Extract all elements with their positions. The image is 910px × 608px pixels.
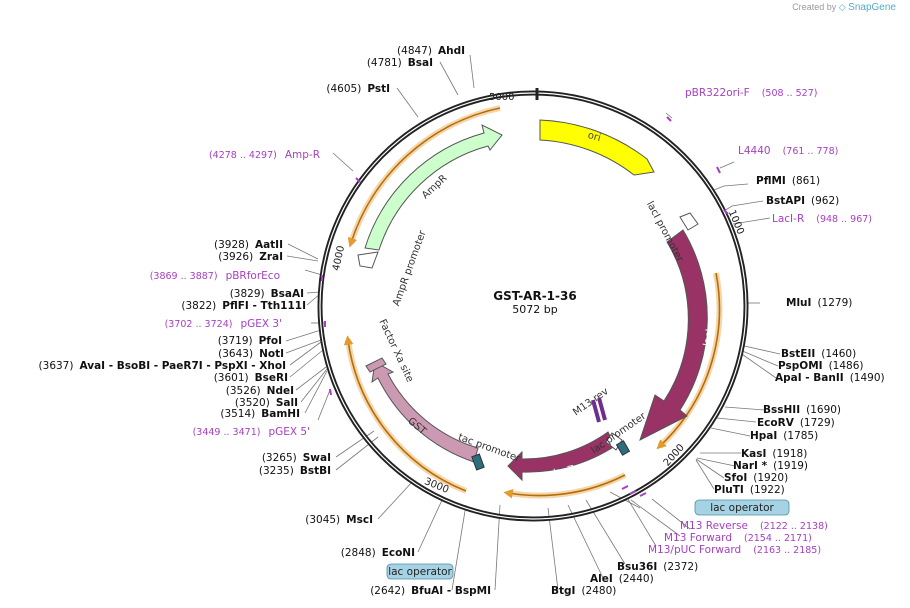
primer-pbrforeco[interactable]: (3869 .. 3887)pBRforEco [150, 270, 280, 282]
feature-factor-xa[interactable] [365, 357, 387, 373]
site-swai[interactable]: (3265)SwaI [262, 452, 331, 464]
backbone-inner [319, 92, 747, 520]
site-pflfi-tth111i[interactable]: (3822)PflFI - Tth111I [181, 300, 306, 312]
lac-operator-label-left: lac operator [388, 566, 452, 578]
lac-operator-callout-left[interactable] [386, 563, 454, 580]
feature-laci-promoter[interactable] [679, 212, 699, 231]
site-bstapi[interactable]: BstAPI(962) [766, 195, 839, 207]
primer-l4440[interactable]: L4440(761 .. 778) [738, 145, 838, 157]
site-ecorv[interactable]: EcoRV(1729) [757, 417, 835, 429]
primer-marks [321, 116, 729, 497]
site-bsai[interactable]: (4781)BsaI [367, 57, 433, 69]
site-bsteii[interactable]: BstEII(1460) [781, 348, 856, 360]
site-noti[interactable]: (3643)NotI [218, 348, 284, 360]
orange-arcs [343, 107, 721, 499]
site-kasi[interactable]: KasI(1918) [741, 448, 807, 460]
primer-m13-puc-forward[interactable]: M13/pUC Forward(2163 .. 2185) [648, 544, 821, 556]
site-ndei[interactable]: (3526)NdeI [226, 385, 294, 397]
site-pspomi[interactable]: PspOMI(1486) [778, 360, 863, 372]
site-sfoi[interactable]: SfoI(1920) [724, 472, 788, 484]
site-bstbi[interactable]: (3235)BstBI [259, 465, 331, 477]
site-nari[interactable]: NarI *(1919) [733, 460, 808, 472]
plasmid-name: GST-AR-1-36 [493, 289, 576, 303]
site-sali[interactable]: (3520)SalI [235, 397, 298, 409]
feature-ampr-promoter[interactable] [357, 251, 379, 269]
primer-pgex-5[interactable]: (3449 .. 3471)pGEX 5' [193, 426, 310, 438]
feature-m13rev[interactable] [591, 397, 607, 423]
label-ampr-promoter: AmpR promoter [391, 228, 429, 307]
primer-m13-forward[interactable]: M13 Forward(2154 .. 2171) [664, 532, 812, 544]
site-bseri[interactable]: (3601)BseRI [214, 372, 288, 384]
site-alei[interactable]: AleI(2440) [590, 573, 654, 585]
feature-ori[interactable] [539, 119, 655, 176]
site-hpai[interactable]: HpaI(1785) [750, 430, 818, 442]
feature-lac-operator[interactable] [615, 440, 631, 456]
feature-laci[interactable] [639, 229, 708, 442]
site-avai-group[interactable]: (3637)AvaI - BsoBI - PaeR7I - PspXI - Xh… [39, 360, 286, 372]
site-msci[interactable]: (3045)MscI [305, 514, 373, 526]
site-pfoi[interactable]: (3719)PfoI [218, 335, 282, 347]
primer-pbr322ori-f[interactable]: pBR322ori-F(508 .. 527) [685, 87, 817, 99]
site-aatii[interactable]: (3928)AatII [214, 239, 283, 251]
site-btgi[interactable]: BtgI(2480) [551, 585, 616, 597]
snapgene-logo-icon: ◇ [838, 2, 846, 12]
label-laci: lacI [702, 328, 716, 347]
site-pflmi[interactable]: PflMI(861) [756, 175, 820, 187]
site-pluti[interactable]: PluTI(1922) [714, 484, 785, 496]
credit-brand: SnapGene [848, 2, 896, 13]
site-ahdi[interactable]: (4847)AhdI [397, 45, 465, 57]
site-econi[interactable]: (2848)EcoNI [341, 547, 415, 559]
site-bsu36i[interactable]: Bsu36I(2372) [617, 561, 698, 573]
lac-operator-label-right: lac operator [710, 502, 774, 514]
tick-4000: 4000 [331, 245, 347, 272]
primer-laci-r[interactable]: LacI-R(948 .. 967) [772, 213, 872, 225]
feature-tac-promoter[interactable] [471, 453, 485, 471]
credit-prefix: Created by [792, 2, 837, 12]
site-zrai[interactable]: (3926)ZraI [218, 251, 283, 263]
site-apai-banii[interactable]: ApaI - BanII(1490) [775, 372, 885, 384]
primer-pgex-3[interactable]: (3702 .. 3724)pGEX 3' [165, 318, 282, 330]
feature-ampr[interactable] [364, 124, 503, 251]
primer-amp-r[interactable]: (4278 .. 4297)Amp-R [209, 149, 320, 161]
primer-m13-reverse[interactable]: M13 Reverse(2122 .. 2138) [680, 520, 828, 532]
site-bsshii[interactable]: BssHII(1690) [763, 404, 841, 416]
label-laci-promoter: lacI promoter [644, 200, 686, 265]
label-ori: ori [586, 130, 601, 144]
snapgene-credit: Created by ◇ SnapGene [792, 2, 896, 13]
tick-5000: 5000 [489, 92, 514, 103]
site-bamhi[interactable]: (3514)BamHI [220, 408, 300, 420]
feature-lacza[interactable] [507, 431, 616, 482]
leader-lines [285, 54, 781, 591]
site-mlui[interactable]: MluI(1279) [786, 297, 852, 309]
lac-operator-callout-right[interactable] [694, 499, 790, 516]
plasmid-size: 5072 bp [512, 303, 557, 316]
site-bsaai[interactable]: (3829)BsaAI [230, 288, 304, 300]
site-bfuai-bspmi[interactable]: (2642)BfuAI - BspMI [370, 585, 491, 597]
feature-gst[interactable] [371, 361, 479, 463]
site-psti[interactable]: (4605)PstI [326, 83, 390, 95]
